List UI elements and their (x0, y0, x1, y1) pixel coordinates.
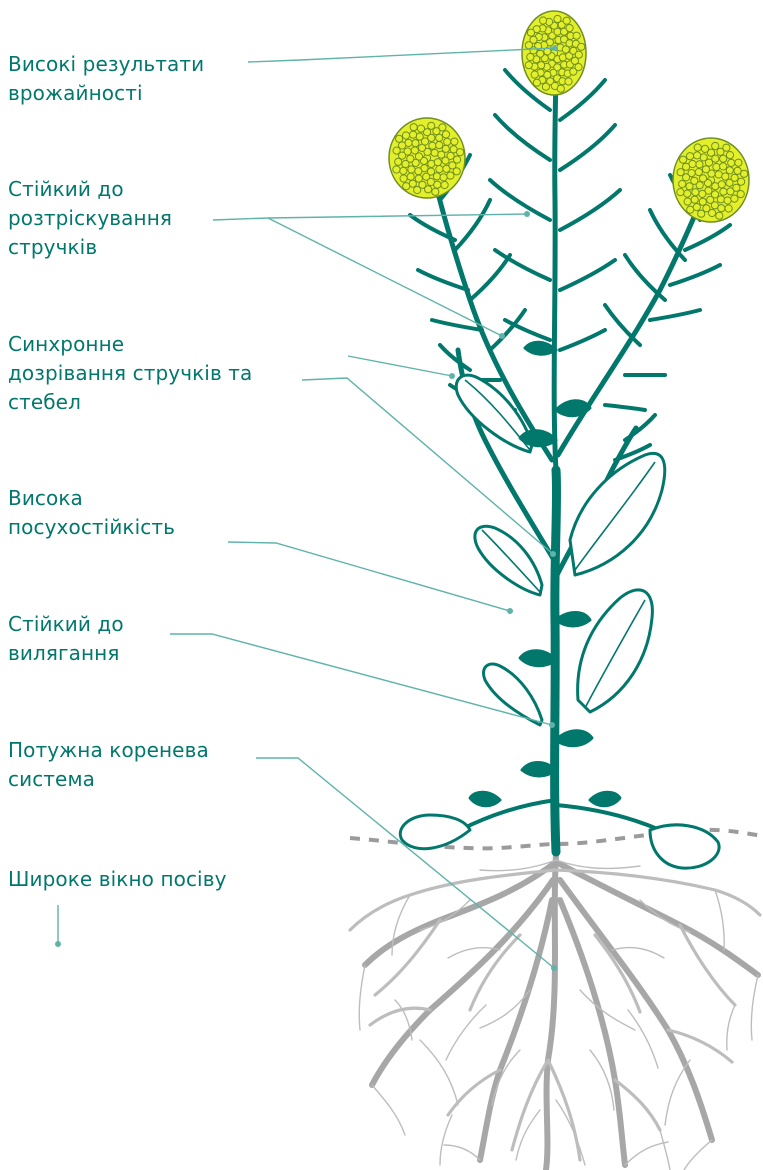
flower-cluster (673, 138, 749, 222)
leaves-graphic (400, 342, 719, 868)
pod (670, 265, 720, 285)
label-wide-sowing-window: Широке вікно посіву (8, 865, 227, 894)
leader-line-synchronous-ripening-1 (348, 356, 452, 376)
leader-dot-synchronous-ripening-2 (550, 551, 556, 557)
leader-dot-pod-shatter-2 (499, 333, 505, 339)
root-system-graphic (350, 855, 760, 1170)
pod (470, 255, 510, 300)
flower-clusters-graphic (389, 11, 749, 222)
flower-cluster (389, 118, 465, 198)
label-lodging-resistance: Стійкий до вилягання (8, 610, 124, 668)
label-synchronous-ripening: Синхронне дозрівання стручків та стебел (8, 330, 252, 417)
leader-dot-high-yield (552, 45, 558, 51)
pod (560, 190, 620, 230)
pod (650, 210, 685, 260)
pod (560, 125, 615, 170)
pod (625, 415, 655, 440)
leader-dot-drought-tolerance (507, 608, 513, 614)
pod (490, 310, 525, 350)
pod (495, 115, 550, 160)
leader-dot-pod-shatter-1 (524, 211, 530, 217)
pod (605, 305, 640, 345)
pod (560, 260, 615, 290)
label-drought-tolerance: Висока посухостійкість (8, 484, 175, 542)
label-high-yield: Високі результати врожайності (8, 50, 204, 108)
pod (625, 255, 665, 300)
label-pod-shatter-resistance: Стійкий до розтріскування стручків (8, 175, 172, 262)
pod (650, 310, 700, 320)
pod (685, 225, 730, 250)
leader-dot-root-system (551, 965, 557, 971)
pod (440, 345, 470, 370)
leader-dot-synchronous-ripening-1 (449, 373, 455, 379)
label-root-system: Потужна коренева система (8, 736, 209, 794)
pod (560, 330, 605, 350)
flower-cluster (522, 11, 586, 95)
leader-line-drought-tolerance (228, 542, 510, 611)
leader-dot-wide-sowing-window (55, 941, 61, 947)
leader-dot-lodging-resistance (549, 722, 555, 728)
pod (455, 200, 490, 250)
pod (605, 405, 645, 410)
leader-line-high-yield (248, 48, 555, 62)
